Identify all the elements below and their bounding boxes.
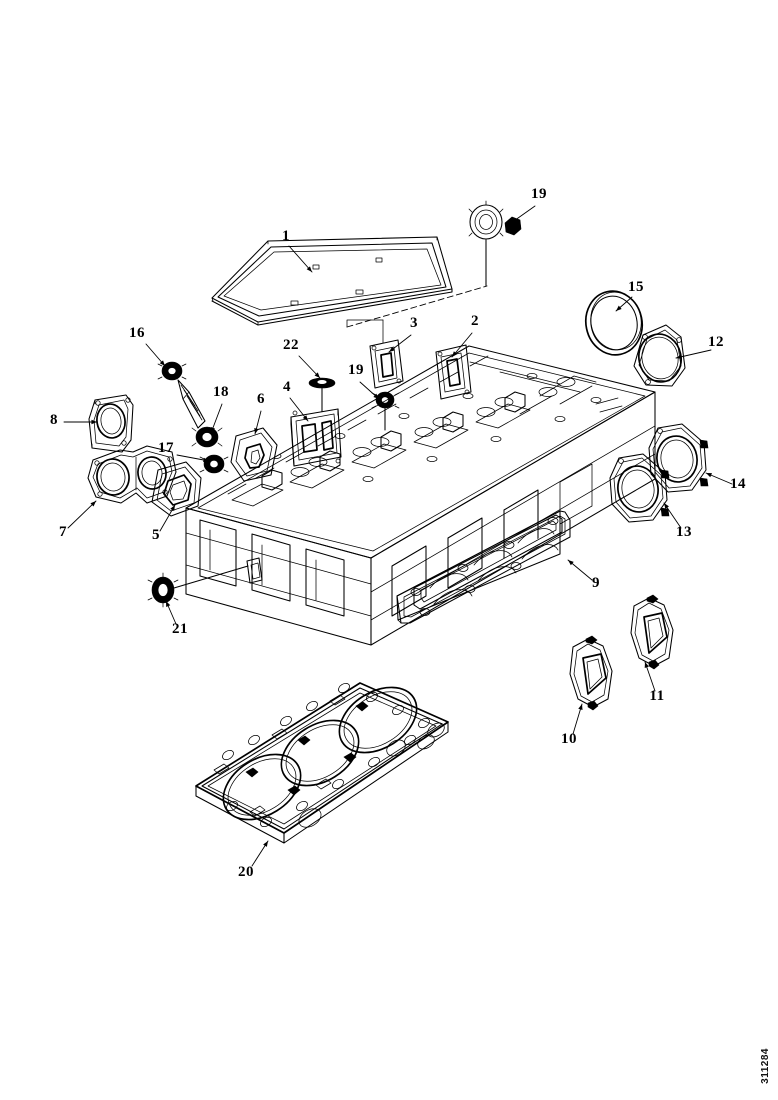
part-rocker-cover-gasket bbox=[396, 510, 571, 624]
leader-arrow-plug-seal bbox=[314, 372, 320, 378]
callout-ring-gasket-b: 14 bbox=[730, 476, 746, 492]
part-exhaust-manifold-gasket-a bbox=[88, 394, 134, 453]
leader-line-exhaust-manifold-gasket-b bbox=[67, 500, 97, 529]
part-sealing-washer bbox=[199, 454, 229, 474]
callout-ring-gasket-a: 13 bbox=[676, 524, 692, 540]
callout-o-ring-seal: 15 bbox=[628, 279, 644, 295]
part-cylinder-head-gasket bbox=[195, 682, 449, 844]
leader-arrow-valve-cover-gasket bbox=[306, 266, 312, 272]
callout-exhaust-manifold-gasket-b: 7 bbox=[59, 524, 67, 540]
part-injector-seal bbox=[157, 361, 206, 429]
leader-arrow-sealing-washer bbox=[203, 457, 209, 463]
part-ring-gasket-a bbox=[609, 453, 670, 523]
leader-arrow-ring-gasket-b bbox=[706, 473, 712, 478]
part-turbo-flange-gasket bbox=[633, 324, 686, 387]
leader-arrow-thermostat-housing-gasket bbox=[452, 351, 458, 357]
leader-arrow-oil-cooler-gasket bbox=[254, 428, 259, 434]
leader-arrow-exhaust-manifold-gasket-b bbox=[90, 501, 96, 507]
callout-port-gasket-b: 11 bbox=[649, 688, 664, 704]
leader-arrow-injector-seal bbox=[159, 360, 165, 366]
callout-front-cover-gasket: 4 bbox=[283, 379, 291, 395]
part-o-ring bbox=[191, 426, 223, 448]
drawing-id: 311284 bbox=[760, 1048, 771, 1084]
callout-water-outlet-gasket: 3 bbox=[410, 315, 418, 331]
leader-arrow-o-ring bbox=[210, 427, 216, 433]
callout-rocker-cover-gasket: 9 bbox=[592, 575, 600, 591]
leader-arrow-port-gasket-b bbox=[644, 662, 649, 668]
callout-sealing-washer: 17 bbox=[158, 440, 174, 456]
leader-arrow-intake-manifold-gasket bbox=[170, 505, 175, 511]
part-plug-seal bbox=[308, 377, 336, 433]
callout-valve-cover-gasket: 1 bbox=[282, 228, 290, 244]
leader-arrow-exhaust-manifold-gasket-a bbox=[91, 419, 97, 425]
leader-arrow-port-gasket-a bbox=[578, 704, 583, 710]
leader-arrow-front-cover-gasket bbox=[302, 415, 308, 421]
callout-exhaust-manifold-gasket-a: 8 bbox=[50, 412, 58, 428]
callout-plug-seal: 22 bbox=[283, 337, 299, 353]
callout-seal-ring-lower: 19 bbox=[348, 362, 364, 378]
callout-intake-manifold-gasket: 5 bbox=[152, 527, 160, 543]
callout-cylinder-head-gasket: 20 bbox=[238, 864, 254, 880]
part-intake-manifold-gasket bbox=[151, 461, 202, 517]
leader-line-valve-cover-gasket bbox=[288, 245, 313, 273]
callout-oil-cooler-gasket: 6 bbox=[257, 391, 265, 407]
callout-o-ring: 18 bbox=[213, 384, 229, 400]
part-port-gasket-a bbox=[569, 635, 613, 711]
part-dipstick-tube-seal bbox=[147, 565, 249, 608]
callout-thermostat-housing-gasket: 2 bbox=[471, 313, 479, 329]
leader-line-turbo-flange-gasket bbox=[675, 349, 712, 359]
part-port-gasket-b bbox=[630, 594, 674, 670]
part-water-outlet-gasket bbox=[369, 339, 404, 389]
part-valve-cover-gasket bbox=[211, 236, 453, 326]
leader-arrow-seal-ring-lower bbox=[373, 393, 379, 399]
leader-arrow-dipstick-tube-seal bbox=[166, 601, 171, 607]
leader-arrow-cylinder-head-gasket bbox=[263, 841, 268, 847]
leader-arrow-o-ring-seal bbox=[616, 305, 622, 311]
leader-arrow-turbo-flange-gasket bbox=[676, 354, 682, 359]
part-oil-cooler-gasket bbox=[230, 427, 278, 482]
callout-seal-ring-upper: 19 bbox=[531, 186, 547, 202]
callout-turbo-flange-gasket: 12 bbox=[708, 334, 724, 350]
callout-dipstick-tube-seal: 21 bbox=[172, 621, 188, 637]
part-seal-ring-upper bbox=[468, 200, 522, 287]
callout-injector-seal: 16 bbox=[129, 325, 145, 341]
part-ring-gasket-b bbox=[648, 423, 709, 493]
leader-arrow-seal-ring-upper bbox=[511, 217, 517, 223]
leader-arrow-water-outlet-gasket bbox=[389, 346, 395, 352]
leader-arrow-ring-gasket-a bbox=[664, 503, 669, 509]
part-o-ring-seal bbox=[584, 290, 644, 356]
part-cylinder-head-casting bbox=[185, 345, 656, 646]
callout-leader-lines bbox=[63, 205, 733, 867]
leader-arrow-rocker-cover-gasket bbox=[568, 560, 574, 566]
callout-port-gasket-a: 10 bbox=[561, 731, 577, 747]
